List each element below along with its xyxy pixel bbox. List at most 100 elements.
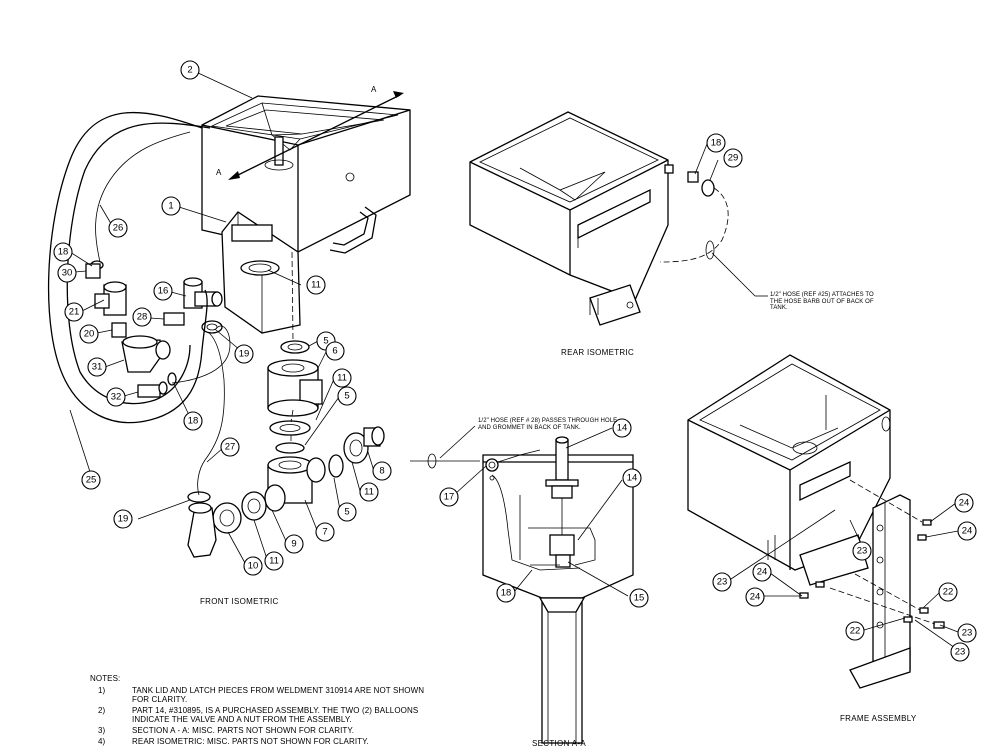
note-2: 2) PART 14, #310895, IS A PURCHASED ASSE…	[90, 706, 440, 724]
balloon-10: 10	[243, 556, 263, 576]
balloon-19: 19	[113, 509, 133, 529]
svg-text:1: 1	[168, 201, 173, 212]
rear-isometric-drawing	[469, 111, 729, 326]
svg-text:6: 6	[332, 346, 337, 357]
balloon-28: 28	[132, 307, 152, 327]
svg-text:11: 11	[269, 556, 279, 567]
balloon-5: 5	[337, 502, 357, 522]
section-hose-note: 1/2" HOSE (REF # 28) PASSES THROUGH HOLE…	[478, 418, 618, 431]
svg-text:18: 18	[58, 247, 69, 258]
balloon-24: 24	[752, 562, 772, 582]
svg-text:10: 10	[248, 561, 259, 572]
svg-text:18: 18	[188, 416, 199, 427]
balloon-29: 29	[723, 148, 743, 168]
item-balloons: 2 1 26 18 30 21 16 28 20 31 19 32 18 11 …	[53, 60, 977, 662]
svg-text:23: 23	[717, 577, 728, 588]
svg-text:9: 9	[291, 539, 296, 550]
svg-text:24: 24	[750, 592, 761, 603]
svg-text:8: 8	[379, 466, 384, 477]
balloon-9: 9	[284, 534, 304, 554]
balloon-23: 23	[957, 623, 977, 643]
balloon-11: 11	[306, 275, 326, 295]
svg-text:7: 7	[322, 527, 327, 538]
svg-text:20: 20	[84, 329, 95, 340]
balloon-17: 17	[439, 487, 459, 507]
svg-text:18: 18	[711, 138, 722, 149]
note-text: TANK LID AND LATCH PIECES FROM WELDMENT …	[132, 686, 425, 704]
rear-hose-callout	[711, 252, 768, 297]
note-text: SECTION A - A: MISC. PARTS NOT SHOWN FOR…	[132, 726, 355, 735]
balloon-1: 1	[161, 196, 181, 216]
note-4: 4) REAR ISOMETRIC: MISC. PARTS NOT SHOWN…	[90, 737, 440, 746]
balloon-15: 15	[629, 588, 649, 608]
svg-text:23: 23	[955, 647, 966, 658]
note-3: 3) SECTION A - A: MISC. PARTS NOT SHOWN …	[90, 726, 440, 735]
svg-text:5: 5	[344, 507, 349, 518]
svg-text:5: 5	[323, 336, 328, 347]
notes-block: NOTES: 1) TANK LID AND LATCH PIECES FROM…	[90, 674, 440, 746]
section-a-a-title: SECTION A-A	[532, 739, 586, 748]
svg-text:23: 23	[857, 546, 868, 557]
balloon-20: 20	[79, 324, 99, 344]
balloon-11: 11	[359, 482, 379, 502]
balloon-7: 7	[315, 522, 335, 542]
svg-text:14: 14	[617, 423, 628, 434]
front-isometric-drawing	[47, 91, 411, 558]
svg-text:25: 25	[86, 475, 97, 486]
balloon-23: 23	[852, 541, 872, 561]
balloon-14: 14	[612, 418, 632, 438]
balloon-8: 8	[372, 461, 392, 481]
svg-text:26: 26	[113, 223, 124, 234]
svg-text:14: 14	[627, 473, 638, 484]
svg-text:19: 19	[118, 514, 129, 525]
svg-text:23: 23	[962, 628, 973, 639]
svg-text:11: 11	[311, 280, 321, 291]
svg-text:16: 16	[158, 286, 169, 297]
balloon-18: 18	[53, 242, 73, 262]
svg-text:5: 5	[344, 391, 349, 402]
balloon-18: 18	[706, 133, 726, 153]
balloon-22: 22	[938, 582, 958, 602]
rear-isometric-title: REAR ISOMETRIC	[561, 348, 635, 357]
svg-text:22: 22	[850, 626, 861, 637]
section-a-a-drawing	[410, 425, 634, 744]
balloon-24: 24	[745, 587, 765, 607]
svg-text:30: 30	[62, 268, 73, 279]
notes-heading: NOTES:	[90, 674, 121, 683]
svg-text:29: 29	[728, 153, 739, 164]
svg-text:24: 24	[962, 526, 973, 537]
balloon-22: 22	[845, 621, 865, 641]
note-number: 3)	[98, 726, 106, 735]
balloon-11: 11	[264, 551, 284, 571]
balloon-14: 14	[622, 468, 642, 488]
balloon-23: 23	[950, 642, 970, 662]
svg-text:19: 19	[239, 349, 250, 360]
svg-text:21: 21	[69, 307, 80, 318]
balloon-18: 18	[183, 411, 203, 431]
svg-text:22: 22	[943, 587, 954, 598]
balloon-19: 19	[234, 344, 254, 364]
svg-text:31: 31	[92, 362, 103, 373]
balloon-26: 26	[108, 218, 128, 238]
note-number: 1)	[98, 686, 106, 695]
balloon-6: 6	[325, 341, 345, 361]
svg-text:18: 18	[501, 588, 512, 599]
balloon-16: 16	[153, 281, 173, 301]
section-mark-a-top: A	[371, 85, 377, 94]
svg-text:2: 2	[187, 65, 192, 76]
svg-text:15: 15	[634, 593, 645, 604]
balloon-5: 5	[337, 386, 357, 406]
balloon-2: 2	[180, 60, 200, 80]
svg-text:24: 24	[757, 567, 768, 578]
svg-text:24: 24	[959, 498, 970, 509]
balloon-21: 21	[64, 302, 84, 322]
balloon-23: 23	[712, 572, 732, 592]
balloon-31: 31	[87, 357, 107, 377]
frame-assembly-drawing	[687, 354, 945, 689]
front-isometric-title: FRONT ISOMETRIC	[200, 597, 279, 606]
balloon-27: 27	[220, 437, 240, 457]
balloon-24: 24	[957, 521, 977, 541]
note-number: 2)	[98, 706, 106, 715]
svg-text:32: 32	[111, 392, 122, 403]
svg-text:28: 28	[137, 312, 148, 323]
